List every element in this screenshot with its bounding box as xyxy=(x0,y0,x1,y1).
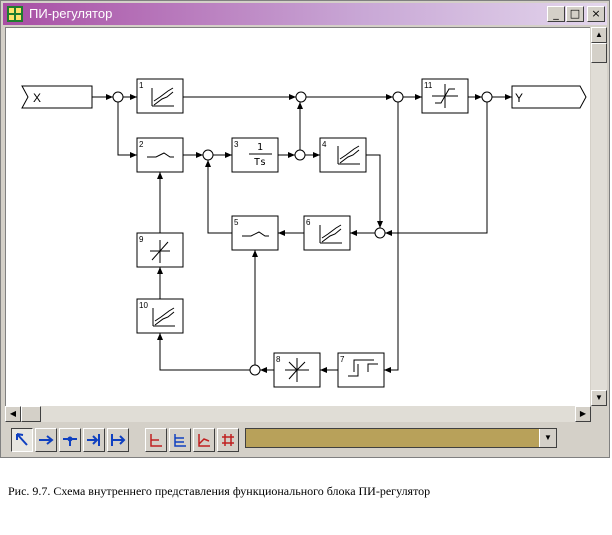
sum-junction xyxy=(374,227,386,239)
block-5[interactable]: 5 xyxy=(231,215,279,251)
block-diagram: X Y 1 2 3 1 Ts xyxy=(21,78,587,388)
block-10[interactable]: 10 xyxy=(136,298,184,334)
integrator-numerator: 1 xyxy=(257,142,263,153)
maximize-button[interactable]: □ xyxy=(566,6,584,22)
block-9[interactable]: 9 xyxy=(136,232,184,268)
bar-link-icon[interactable] xyxy=(107,428,129,452)
output-port[interactable]: Y xyxy=(511,85,587,109)
figure-caption: Рис. 9.7. Схема внутреннего представлени… xyxy=(8,484,431,498)
block-1[interactable]: 1 xyxy=(136,78,184,114)
block-type-combo[interactable]: ▼ xyxy=(245,428,557,448)
input-label: X xyxy=(33,91,41,105)
scroll-right-icon[interactable]: ▶ xyxy=(575,406,591,422)
grid-icon[interactable] xyxy=(217,428,239,452)
select-arrow-icon[interactable] xyxy=(11,428,33,452)
sum-junction xyxy=(202,149,214,161)
link xyxy=(117,102,137,158)
integrator-denominator: Ts xyxy=(254,157,266,168)
block-number: 3 xyxy=(234,140,239,149)
branch-point-icon[interactable] xyxy=(59,428,81,452)
gain-icon xyxy=(150,240,170,263)
link xyxy=(385,102,488,236)
input-port[interactable]: X xyxy=(21,85,93,109)
link xyxy=(384,102,399,373)
scroll-up-icon[interactable]: ▲ xyxy=(591,27,607,43)
horizontal-scrollbar[interactable]: ◀ ▶ xyxy=(5,406,591,422)
deadzone-icon xyxy=(147,152,174,158)
chart-curve-icon[interactable] xyxy=(193,428,215,452)
sum-junction xyxy=(294,149,306,161)
connections xyxy=(92,94,512,373)
block-8[interactable]: 8 xyxy=(273,352,321,388)
block-4[interactable]: 4 xyxy=(319,137,367,173)
link xyxy=(205,160,232,234)
block-7[interactable]: 7 xyxy=(337,352,385,388)
block-number: 8 xyxy=(276,355,281,364)
block-number: 2 xyxy=(139,140,144,149)
chevron-down-icon[interactable]: ▼ xyxy=(539,429,556,447)
output-label: Y xyxy=(515,91,523,105)
link xyxy=(366,154,383,228)
minimize-button[interactable]: _ xyxy=(547,6,565,22)
close-button[interactable]: × xyxy=(587,6,605,22)
vertical-scrollbar[interactable]: ▲ ▼ xyxy=(591,27,607,406)
saturation-icon xyxy=(432,84,458,108)
ramp-icon xyxy=(319,224,342,244)
sum-junction xyxy=(481,91,493,103)
link-to-bar-icon[interactable] xyxy=(83,428,105,452)
deadzone-icon xyxy=(242,231,269,237)
sum-junction xyxy=(249,364,261,376)
app-icon xyxy=(7,6,23,22)
bottom-toolbar: ▼ xyxy=(5,425,607,455)
ramp-icon xyxy=(337,145,360,165)
block-number: 4 xyxy=(322,140,327,149)
scroll-left-icon[interactable]: ◀ xyxy=(5,406,21,422)
link-arrow-icon[interactable] xyxy=(35,428,57,452)
title-bar[interactable]: ПИ-регулятор _ □ × xyxy=(3,3,607,25)
scroll-down-icon[interactable]: ▼ xyxy=(591,390,607,406)
multiplier-icon xyxy=(285,358,309,382)
vertical-scroll-thumb[interactable] xyxy=(591,43,607,63)
ramp-icon xyxy=(151,87,174,107)
chart-multi-icon[interactable] xyxy=(169,428,191,452)
chart-axes-icon[interactable] xyxy=(145,428,167,452)
block-number: 9 xyxy=(139,235,144,244)
block-number: 7 xyxy=(340,355,345,364)
block-number: 6 xyxy=(306,218,311,227)
block-6[interactable]: 6 xyxy=(303,215,351,251)
horizontal-scroll-thumb[interactable] xyxy=(21,406,41,422)
link xyxy=(157,333,250,371)
ramp-icon xyxy=(152,307,175,327)
sum-junction xyxy=(295,91,307,103)
block-number: 10 xyxy=(139,301,148,310)
block-2[interactable]: 2 xyxy=(136,137,184,173)
sum-junction xyxy=(392,91,404,103)
block-number: 1 xyxy=(139,81,144,90)
block-number: 11 xyxy=(424,81,433,90)
window-title: ПИ-регулятор xyxy=(29,6,113,21)
diagram-canvas[interactable]: X Y 1 2 3 1 Ts xyxy=(5,27,590,406)
app-window: ПИ-регулятор _ □ × X Y 1 xyxy=(0,0,610,458)
sum-junction xyxy=(112,91,124,103)
block-3[interactable]: 3 1 Ts xyxy=(231,137,279,173)
block-number: 5 xyxy=(234,218,239,227)
block-11[interactable]: 11 xyxy=(421,78,469,114)
relay-icon xyxy=(348,359,378,377)
